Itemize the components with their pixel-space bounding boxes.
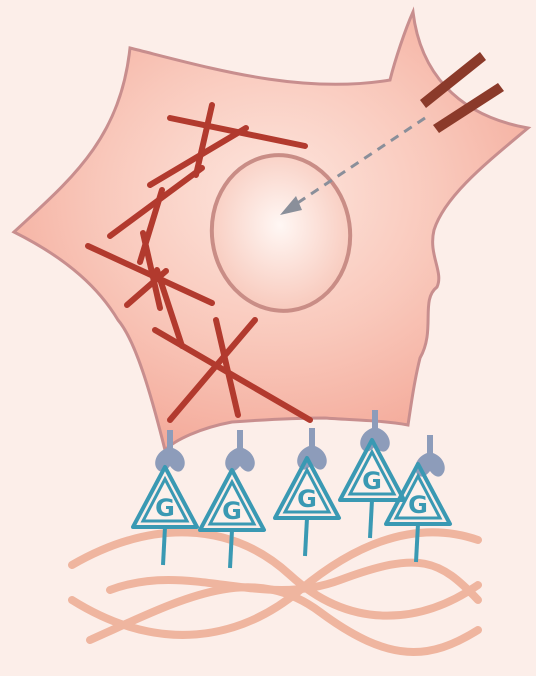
- g-protein-label: G: [222, 497, 242, 525]
- g-protein: G: [275, 458, 339, 556]
- g-protein-label: G: [408, 491, 428, 519]
- receptor: [225, 430, 255, 472]
- g-protein-label: G: [297, 485, 317, 513]
- g-protein: G: [386, 464, 450, 562]
- g-protein-label: G: [362, 467, 382, 495]
- matrix-fiber: [90, 587, 478, 652]
- g-protein-label: G: [155, 494, 175, 522]
- g-protein: G: [133, 467, 197, 565]
